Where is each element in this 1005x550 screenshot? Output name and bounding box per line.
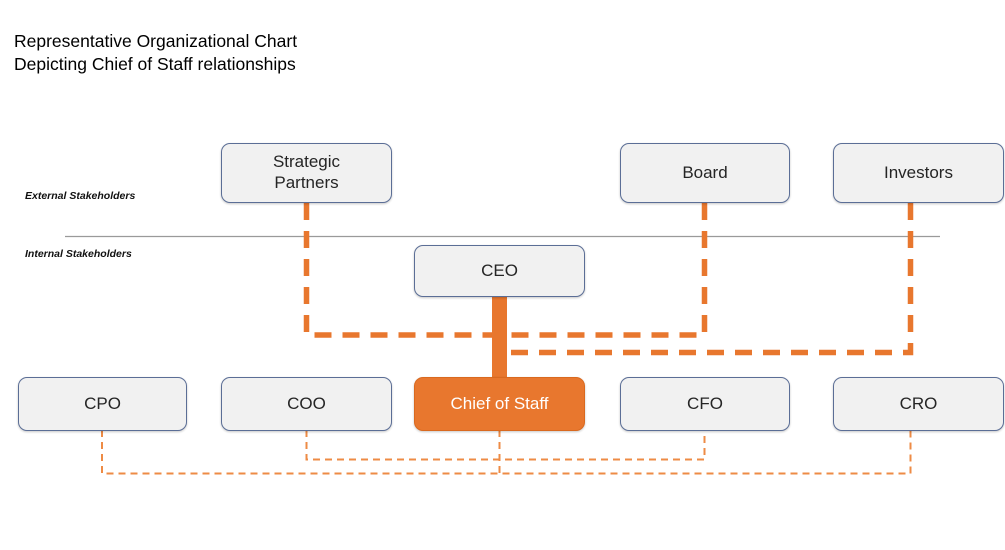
node-label-investors: Investors	[884, 162, 953, 182]
node-label-cfo: CFO	[687, 393, 723, 413]
node-cpo[interactable]: CPO	[18, 377, 187, 431]
node-strategic-partners[interactable]: Strategic Partners	[221, 143, 392, 203]
node-board[interactable]: Board	[620, 143, 790, 203]
node-investors[interactable]: Investors	[833, 143, 1004, 203]
node-cro[interactable]: CRO	[833, 377, 1004, 431]
node-chief-of-staff[interactable]: Chief of Staff	[414, 377, 585, 431]
node-label-chief-of-staff: Chief of Staff	[450, 393, 549, 413]
page-title: Representative Organizational Chart Depi…	[14, 30, 297, 76]
node-label-coo: COO	[287, 393, 326, 413]
external-stakeholders-label: External Stakeholders	[25, 190, 136, 202]
node-label-ceo: CEO	[481, 260, 518, 280]
title-line-2: Depicting Chief of Staff relationships	[14, 54, 296, 75]
connector-strategic-partners	[303, 203, 497, 338]
node-cfo[interactable]: CFO	[620, 377, 790, 431]
connector-cpo-cro-bracket	[101, 430, 912, 475]
internal-stakeholders-label: Internal Stakeholders	[25, 248, 132, 260]
node-label-cro: CRO	[899, 393, 938, 413]
connector-ceo-chief-of-staff	[492, 296, 507, 380]
node-coo[interactable]: COO	[221, 377, 392, 431]
connector-investors	[509, 203, 914, 356]
title-line-1: Representative Organizational Chart	[14, 31, 298, 51]
connector-board	[508, 203, 708, 338]
node-label-strategic-partners: Strategic Partners	[272, 152, 341, 192]
connector-coo-cfo-bracket	[305, 430, 706, 461]
node-label-cpo: CPO	[84, 393, 121, 413]
node-ceo[interactable]: CEO	[414, 245, 585, 297]
node-label-board: Board	[682, 162, 728, 182]
